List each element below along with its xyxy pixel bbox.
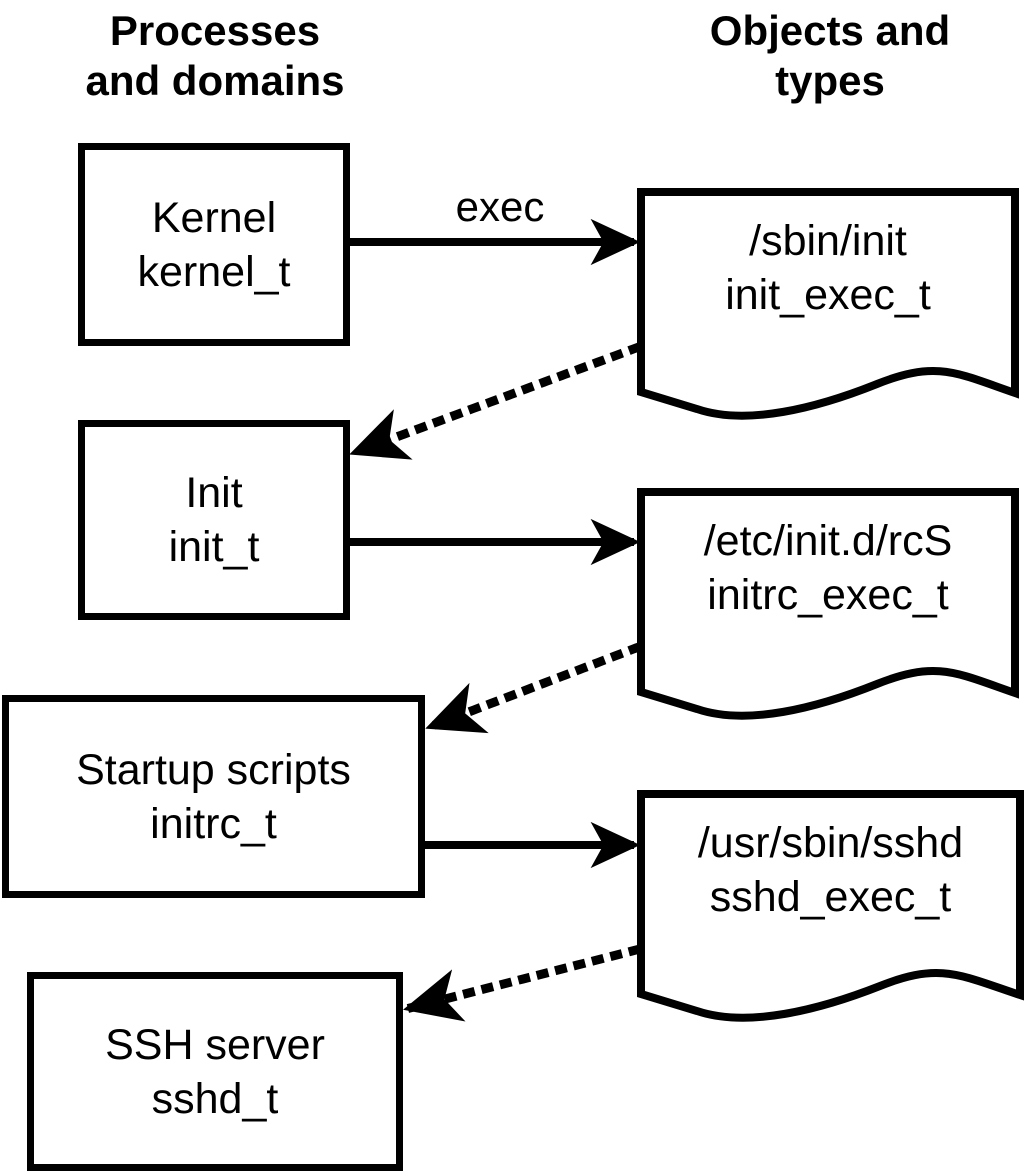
process-box-ssh-server[interactable]: SSH server sshd_t [27,972,403,1171]
process-box-init[interactable]: Init init_t [78,420,350,620]
process-box-kernel-type: kernel_t [137,247,291,296]
process-box-kernel-name: Kernel [151,193,277,242]
document-shape-icon [637,790,1024,1022]
process-box-init-name: Init [185,469,243,517]
edge-sshd-exec-transition-sshd [403,944,642,1022]
edge-label-exec: exec [455,183,545,230]
column-header-objects: Objects and types [709,7,951,104]
document-shape-icon [637,488,1019,720]
process-box-ssh-server-type: sshd_t [151,1074,279,1123]
process-box-ssh-server-name: SSH server [105,1020,325,1069]
object-document-initrc-exec[interactable]: /etc/init.d/rcS initrc_exec_t [637,488,1019,728]
object-document-init-exec[interactable]: /sbin/init init_exec_t [637,188,1019,428]
process-box-startup-scripts-type: initrc_t [150,799,277,848]
object-document-sshd-exec[interactable]: /usr/sbin/sshd sshd_exec_t [637,790,1024,1030]
edge-init-exec-transition-init [349,342,642,460]
process-box-init-type: init_t [168,523,260,571]
column-header-processes: Processes and domains [85,7,345,104]
document-shape-icon [637,188,1019,420]
edge-initrc-exec-transition-initrc [425,642,642,734]
process-box-startup-scripts-name: Startup scripts [76,745,351,794]
process-box-startup-scripts[interactable]: Startup scripts initrc_t [2,695,425,898]
process-box-kernel[interactable]: Kernel kernel_t [78,143,350,346]
